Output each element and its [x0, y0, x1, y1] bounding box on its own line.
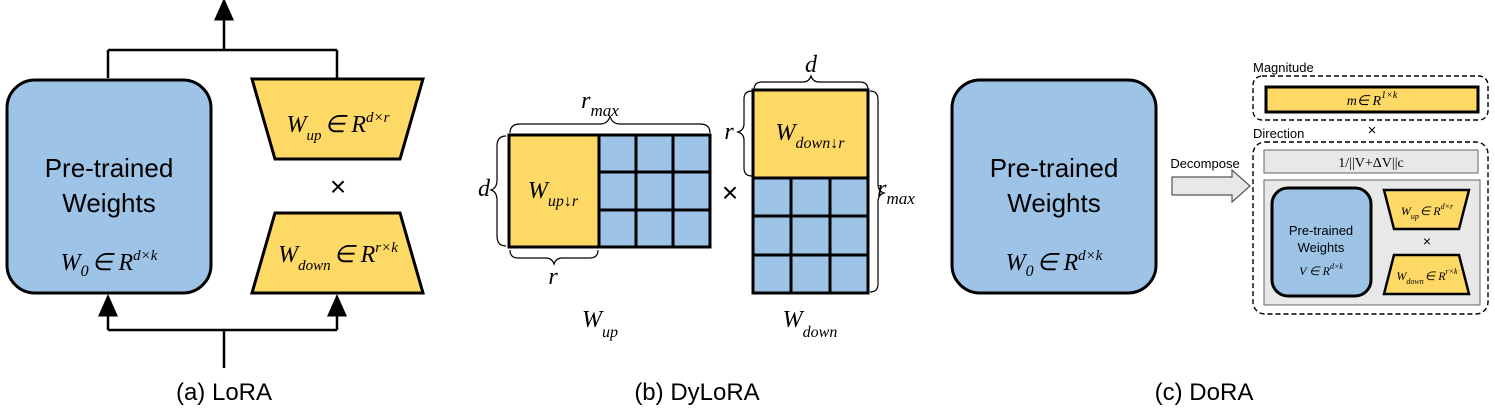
lora-wdown-formula: Wdown∈ Rr×k [278, 240, 398, 274]
dora-pretrained-label-line1: Pre-trained [990, 153, 1119, 183]
dylora-wdown-label: Wdown [783, 307, 838, 341]
dora-mini-wdown-formula: Wdown∈ Rr×k [1396, 267, 1458, 286]
dylora-d-left-label: d [478, 176, 491, 202]
decompose-arrow [1171, 168, 1251, 204]
dora-mini-wup-formula: Wup∈ Rd×r [1401, 202, 1454, 221]
dylora-d-top-label: d [805, 52, 818, 78]
dylora-wup-label: Wup [582, 307, 618, 341]
dylora-wdown-truncated-formula: Wdown↓r [776, 120, 846, 152]
norm-bar [1263, 149, 1479, 174]
dora-mini-wup-trapezoid [1382, 188, 1471, 231]
dylora-panel: rmax d Wup↓r r × d r [478, 52, 915, 406]
magnitude-multiply-sign: × [1368, 122, 1377, 139]
magnitude-formula: m∈ R1×k [1347, 90, 1398, 109]
decompose-label: Decompose [1170, 156, 1239, 171]
lora-wup-formula: Wup∈ Rd×r [286, 110, 389, 144]
dora-pretrained-label-line2: Weights [1007, 188, 1100, 218]
dylora-multiply-sign: × [722, 177, 738, 208]
dylora-rmax-right-label: rmax [877, 176, 915, 208]
dylora-wdown-grid [751, 176, 870, 295]
dora-inner-v-formula: V ∈ Rd×k [1299, 262, 1343, 278]
dora-pretrained-weights-block [950, 78, 1158, 295]
direction-group-box [1252, 141, 1489, 315]
dylora-r-left-brace [736, 90, 753, 177]
dylora-wdown-truncated-block [751, 88, 870, 180]
magnitude-vector-bar [1264, 85, 1480, 114]
lora-pretrained-label-line1: Pre-trained [45, 153, 174, 183]
dylora-rmax-top-brace [509, 115, 711, 134]
lora-w0-formula: W0∈ Rd×k [61, 248, 158, 280]
dylora-r-bottom-brace [509, 249, 599, 266]
dora-inner-pretrained-block [1270, 186, 1373, 298]
dylora-r-left-label: r [724, 119, 734, 145]
lora-pretrained-weights-block [5, 78, 213, 295]
norm-formula: 1/||V+ΔV||c [1338, 156, 1403, 171]
dora-mini-multiply-sign: × [1423, 233, 1431, 249]
lora-multiply-sign: × [330, 171, 346, 202]
lora-wdown-trapezoid [250, 211, 425, 295]
dylora-wup-truncated-block [507, 133, 601, 249]
dora-inner-pretrained-line2: Weights [1298, 240, 1345, 255]
dora-mini-wdown-trapezoid [1382, 253, 1471, 296]
dylora-r-bottom-label: r [548, 264, 558, 290]
lora-wup-trapezoid [250, 77, 425, 161]
dora-panel: Pre-trained Weights W0∈ Rd×k Decompose M… [950, 60, 1489, 406]
dylora-wup-truncated-formula: Wup↓r [528, 178, 579, 210]
dora-caption: (c) DoRA [1155, 379, 1254, 406]
dora-inner-pretrained-line1: Pre-trained [1289, 223, 1353, 238]
dylora-d-left-brace [489, 135, 507, 247]
dylora-caption: (b) DyLoRA [634, 379, 759, 406]
lora-pretrained-label-line2: Weights [62, 188, 155, 218]
magnitude-label: Magnitude [1253, 60, 1314, 75]
lora-panel: Pre-trained Weights W0∈ Rd×k Wup∈ Rd×r ×… [5, 0, 425, 406]
dylora-wup-grid [597, 133, 712, 249]
dylora-rmax-top-label: rmax [581, 88, 619, 120]
magnitude-group-box [1252, 75, 1489, 121]
dylora-d-top-brace [753, 74, 869, 91]
dora-w0-formula: W0∈ Rd×k [1006, 248, 1103, 280]
dylora-rmax-right-brace [869, 90, 886, 293]
lora-caption: (a) LoRA [176, 379, 272, 406]
direction-label: Direction [1253, 126, 1304, 141]
